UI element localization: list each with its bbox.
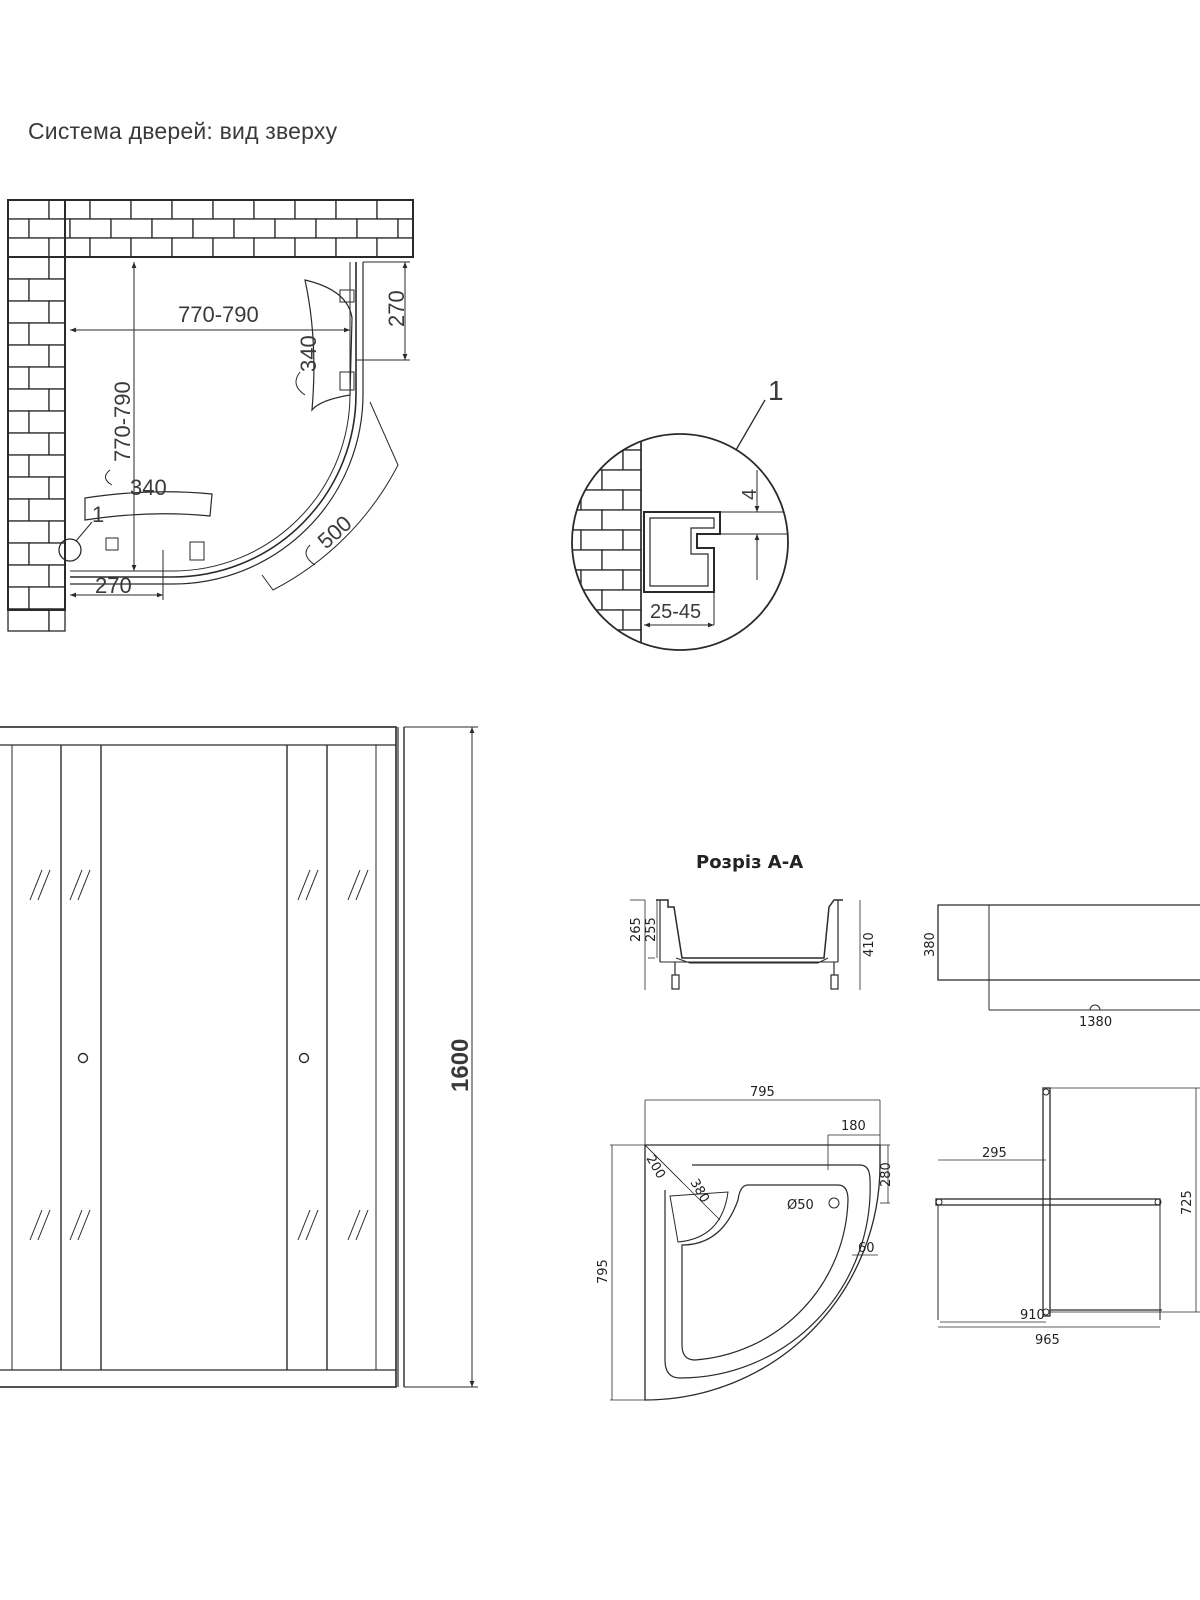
dim-door-opening: 500 bbox=[313, 511, 357, 554]
dim-height: 1600 bbox=[447, 1039, 474, 1092]
dim-plan-drain: Ø50 bbox=[787, 1198, 814, 1213]
dim-fixed-panel-bottom: 270 bbox=[95, 573, 132, 598]
dim-section-h2: 255 bbox=[644, 917, 659, 942]
top-view-title: Система дверей: вид зверху bbox=[28, 118, 338, 144]
enclosure-outline bbox=[70, 262, 364, 585]
callout-1-top: 1 bbox=[92, 502, 104, 527]
drain-icon bbox=[828, 1197, 840, 1209]
callout-1-detail: 1 bbox=[768, 375, 784, 406]
brick-wall-left bbox=[7, 256, 66, 632]
dim-gap: 4 bbox=[739, 489, 761, 500]
door-handle-left-icon bbox=[77, 1052, 89, 1064]
dim-frame-height: 725 bbox=[1180, 1190, 1195, 1215]
frame-view: 725 295 910 965 bbox=[935, 1087, 1200, 1348]
top-view: 770-790 770-790 340 340 270 270 500 1 bbox=[7, 199, 414, 632]
dim-frame-inner-width: 910 bbox=[1020, 1308, 1045, 1323]
dim-side-length: 1380 bbox=[1079, 1015, 1112, 1030]
section-title: Розріз А-А bbox=[696, 852, 804, 873]
detail-view: 4 25-45 1 bbox=[571, 375, 789, 651]
dim-frame-offset: 295 bbox=[982, 1146, 1007, 1161]
dim-side-height: 380 bbox=[923, 932, 938, 957]
dim-plan-seat-b: 380 bbox=[687, 1177, 712, 1206]
dim-fixed-panel-right: 270 bbox=[384, 290, 409, 327]
dim-plan-width: 795 bbox=[750, 1085, 775, 1100]
tray-section: 265 255 410 bbox=[629, 899, 877, 990]
front-view: 1600 bbox=[0, 726, 478, 1388]
dim-width: 770-790 bbox=[178, 302, 259, 327]
dim-plan-corner-b: 280 bbox=[879, 1162, 894, 1187]
dim-section-h1: 265 bbox=[629, 917, 644, 942]
dim-plan-corner-a: 180 bbox=[841, 1119, 866, 1134]
dim-frame-outer-width: 965 bbox=[1035, 1333, 1060, 1348]
dim-plan-seat-a: 200 bbox=[643, 1153, 668, 1182]
door-handle-right-icon bbox=[298, 1052, 310, 1064]
dim-door-swing-left: 340 bbox=[130, 475, 167, 500]
glass-reflection-marks bbox=[29, 869, 369, 1241]
tray-side-view: 380 1380 bbox=[923, 904, 1200, 1030]
dim-door-swing-top: 340 bbox=[296, 335, 321, 372]
dim-profile-range: 25-45 bbox=[650, 601, 701, 623]
dim-plan-depth: 795 bbox=[596, 1259, 611, 1284]
dim-plan-rim: 60 bbox=[858, 1241, 875, 1256]
dim-depth: 770-790 bbox=[110, 381, 135, 462]
tray-plan-view: 795 795 180 280 60 200 380 Ø50 bbox=[596, 1085, 894, 1401]
dim-section-total: 410 bbox=[862, 932, 877, 957]
brick-wall-top bbox=[7, 199, 414, 258]
